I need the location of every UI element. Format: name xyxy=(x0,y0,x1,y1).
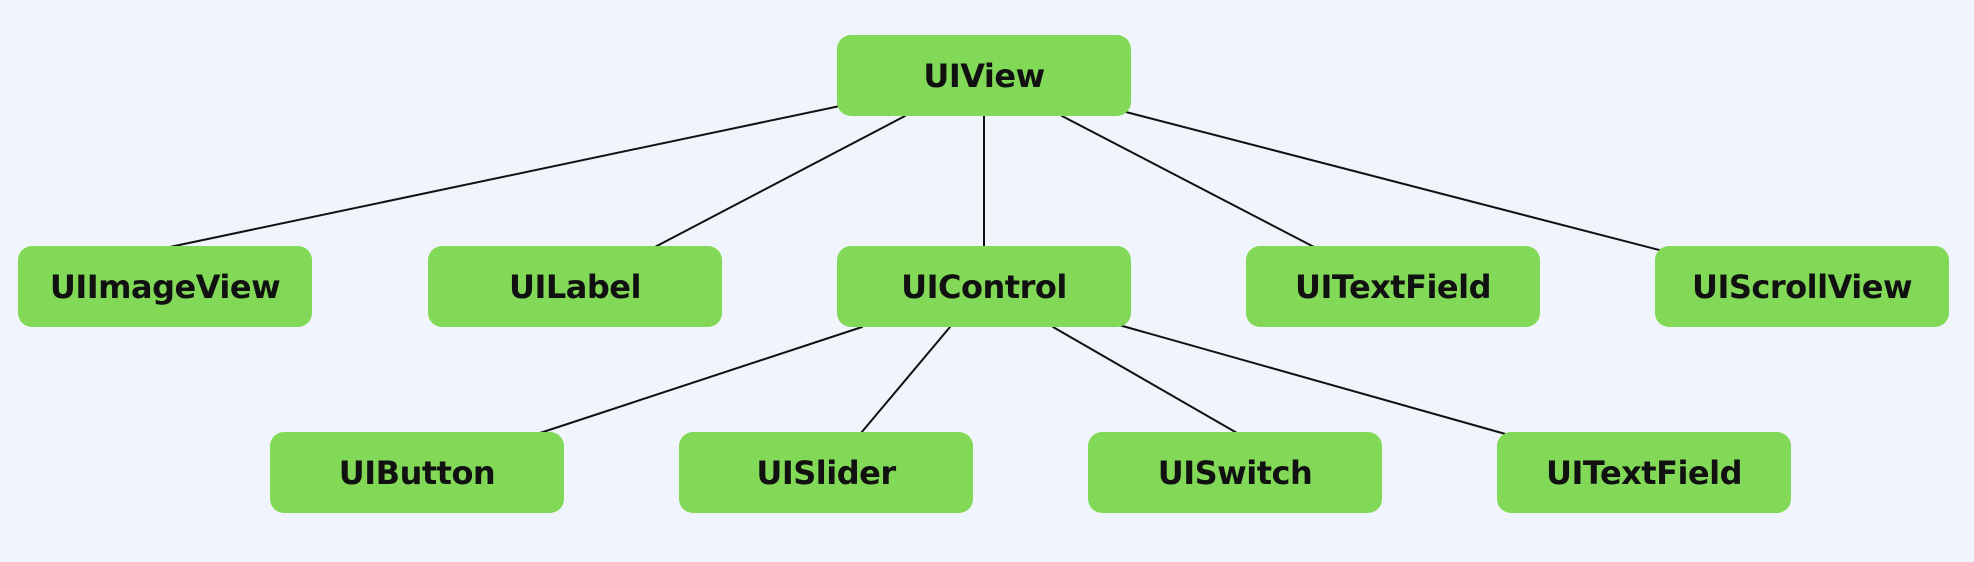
node-label: UIImageView xyxy=(49,267,281,306)
node-label: UIButton xyxy=(338,453,496,492)
node-uibutton: UIButton xyxy=(270,432,564,513)
edge-uiview-uiscrollview xyxy=(1121,110,1664,252)
edge-uicontrol-uiswitch xyxy=(1052,326,1238,434)
node-uislider: UISlider xyxy=(679,432,973,513)
edge-uicontrol-uislider xyxy=(860,326,951,434)
node-label: UITextField xyxy=(1545,453,1743,492)
node-label: UIView xyxy=(923,56,1045,95)
node-label: UISlider xyxy=(756,453,896,492)
node-label: UIScrollView xyxy=(1691,267,1913,306)
node-label: UILabel xyxy=(509,267,641,306)
node-uitextfield-2: UITextField xyxy=(1497,432,1791,513)
edge-uicontrol-uitextfield-2 xyxy=(1118,324,1510,436)
node-label: UITextField xyxy=(1294,267,1492,306)
edge-uiview-uilabel xyxy=(652,115,906,249)
node-uitextfield-1: UITextField xyxy=(1246,246,1540,327)
node-uiscrollview: UIScrollView xyxy=(1655,246,1949,327)
edge-uicontrol-uibutton xyxy=(539,326,863,434)
node-label: UISwitch xyxy=(1157,453,1313,492)
edge-uiview-uiimageview xyxy=(164,105,841,249)
node-uilabel: UILabel xyxy=(428,246,722,327)
node-uiview: UIView xyxy=(837,35,1131,116)
node-uicontrol: UIControl xyxy=(837,246,1131,327)
node-uiswitch: UISwitch xyxy=(1088,432,1382,513)
edge-uiview-uitextfield-1 xyxy=(1061,115,1317,249)
node-label: UIControl xyxy=(901,267,1067,306)
node-uiimageview: UIImageView xyxy=(18,246,312,327)
